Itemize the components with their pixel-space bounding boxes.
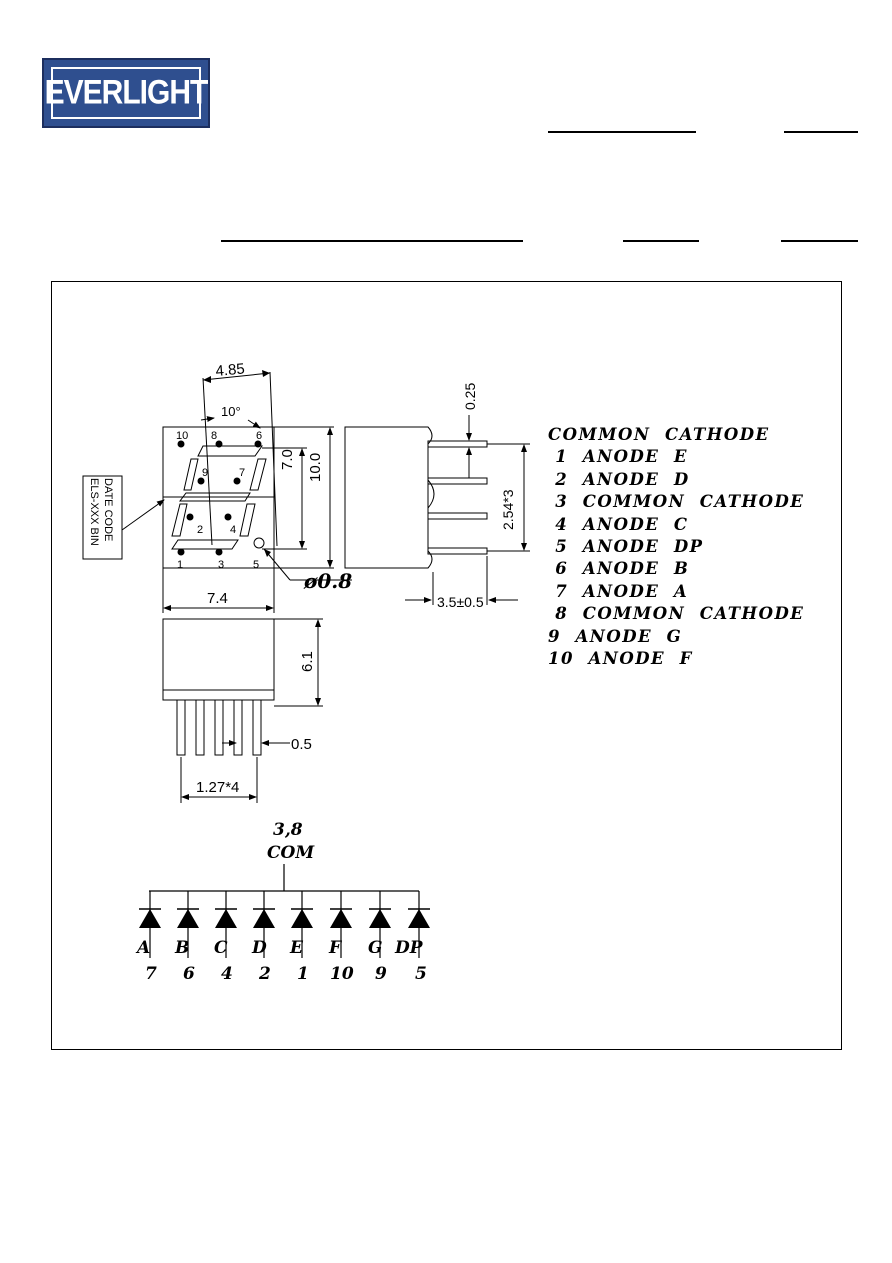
decimal-point-circle [253, 537, 265, 549]
pin-marker-8: 8 [211, 430, 217, 442]
segment-pin-number: 4 [221, 964, 233, 984]
schematic-common-pins: 3,8 [273, 820, 303, 840]
schematic-labels: A 7B 6C 4D 2E 1F 10 G 9 DP 5 [135, 938, 427, 984]
segment-pin-number: 7 [145, 964, 157, 984]
dim-digit-height: 7.0 [279, 449, 296, 470]
segment-label: A [135, 938, 150, 958]
logo-border: EVERLIGHT [45, 67, 208, 119]
segment-pin-number: 6 [183, 964, 195, 984]
header-blank-line-5 [781, 240, 858, 242]
pin-marker-9: 9 [202, 467, 208, 479]
segment-pin-number: 10 [330, 964, 354, 984]
bottom-view-pins [176, 699, 262, 756]
seven-segment-outline [171, 445, 267, 550]
segment-label: E [289, 938, 304, 958]
dim-top-width: 4.85 [215, 361, 246, 380]
pin-marker-1: 1 [177, 559, 183, 571]
pin-marker-4: 4 [230, 524, 236, 536]
pin-list-item: COMMON CATHODE [548, 425, 770, 444]
pin-list: COMMON CATHODE 1 ANODE E 2 ANODE D 3 COM… [548, 424, 804, 670]
pin-list-item: 2 ANODE D [548, 469, 690, 489]
pin-list-item: 7 ANODE A [548, 581, 689, 601]
diode-icon [139, 909, 161, 928]
schematic-diodes [139, 891, 430, 958]
segment-label: F [328, 938, 343, 958]
dim-pin-thickness: 0.25 [462, 383, 478, 410]
diode-icon [330, 909, 352, 928]
label-box-line1: ELS-XXX BIN [88, 478, 100, 546]
dim-body-width: 7.4 [207, 590, 228, 607]
segment-label: DP [394, 938, 424, 958]
dim-depth: 6.1 [299, 651, 316, 672]
segment-pin-number: 9 [375, 964, 387, 984]
segment-label: D [251, 938, 267, 958]
pin-marker-6: 6 [256, 430, 262, 442]
pin-marker-10: 10 [176, 430, 188, 442]
diode-icon [177, 909, 199, 928]
header-blank-line-1 [548, 131, 696, 133]
pin-list-item: 3 COMMON CATHODE [548, 492, 805, 512]
pin-list-item: 1 ANODE E [548, 447, 688, 467]
dim-pin-spacing-side: 2.54*3 [500, 489, 516, 530]
pin-dots [177, 440, 262, 556]
pin-list-item: 10 ANODE F [548, 649, 693, 669]
diode-icon [253, 909, 275, 928]
drawing-frame [51, 281, 842, 1050]
segment-pin-number: 1 [297, 964, 309, 984]
side-view-body [344, 426, 433, 569]
pin-marker-2: 2 [197, 524, 203, 536]
label-box-line2: DATE CODE [102, 478, 114, 541]
segment-pin-number: 5 [415, 964, 427, 984]
pin-list-item: 9 ANODE G [548, 626, 683, 646]
dim-pin-pitch: 1.27*4 [196, 779, 239, 796]
dimension-arrowheads [163, 370, 527, 800]
diode-icon [369, 909, 391, 928]
dim-pin-length: 3.5±0.5 [437, 594, 484, 610]
pin-list-item: 6 ANODE B [548, 559, 690, 579]
header-blank-line-4 [623, 240, 699, 242]
dim-body-height: 10.0 [307, 453, 324, 482]
pin-list-item: 5 ANODE DP [548, 537, 704, 557]
dim-angle: 10° [221, 404, 241, 419]
pin-list-item: 4 ANODE C [548, 514, 689, 534]
header-blank-line-3 [221, 240, 523, 242]
pin-list-item: 8 COMMON CATHODE [548, 604, 805, 624]
dim-pin-width: 0.5 [291, 736, 312, 753]
segment-label: B [174, 938, 189, 958]
logo-text: EVERLIGHT [44, 73, 209, 112]
schematic-wires [149, 864, 419, 892]
schematic-common-label: COM [267, 843, 315, 863]
everlight-logo: EVERLIGHT [42, 58, 210, 128]
dim-hole: ø0.8 [303, 569, 352, 593]
diode-icon [408, 909, 430, 928]
diode-icon [291, 909, 313, 928]
header-blank-line-2 [784, 131, 858, 133]
pin-marker-7: 7 [239, 467, 245, 479]
diode-icon [215, 909, 237, 928]
bottom-view-body [162, 618, 275, 701]
segment-pin-number: 2 [258, 964, 271, 984]
label-box [82, 475, 123, 560]
pin-marker-5: 5 [253, 559, 259, 571]
segment-label: C [214, 938, 228, 958]
segment-label: G [368, 938, 383, 958]
pin-marker-3: 3 [218, 559, 224, 571]
